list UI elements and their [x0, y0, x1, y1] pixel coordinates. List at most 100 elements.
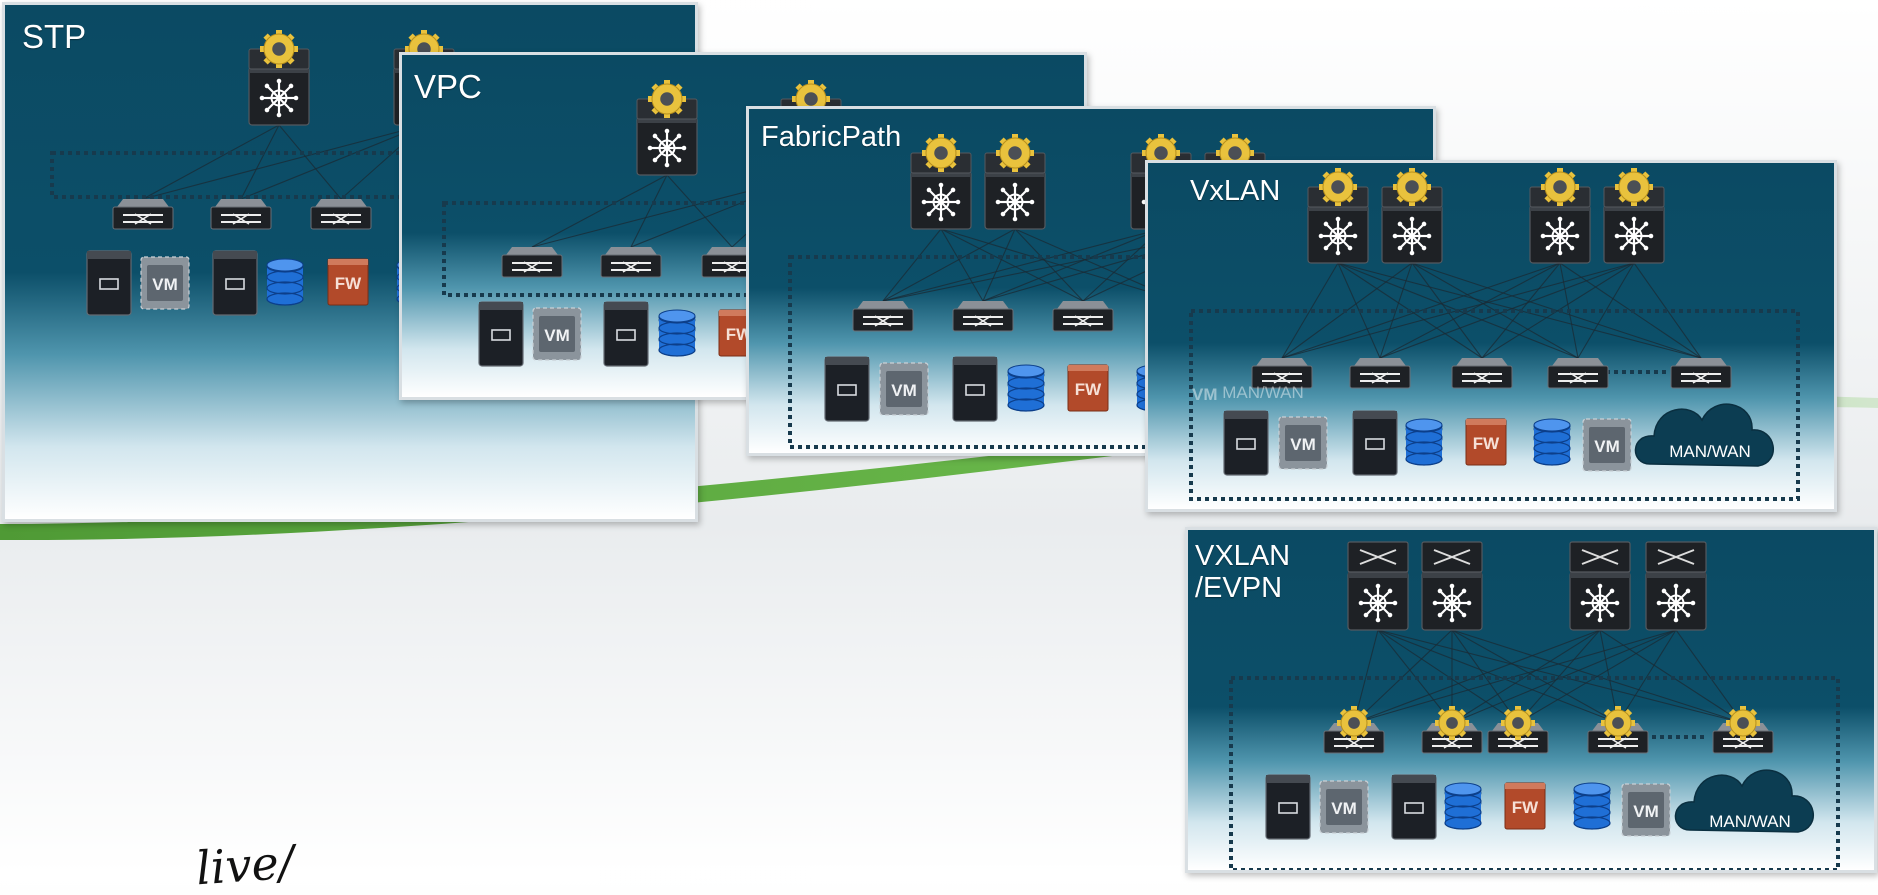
fw-icon: FW	[1504, 782, 1546, 830]
svg-text:VM: VM	[891, 381, 917, 400]
leaf-switch-icon	[952, 301, 1014, 332]
svg-text:VM: VM	[1290, 435, 1316, 454]
vxlan-evpn-topology: VM FW VM	[1229, 541, 1840, 870]
server-icon	[1391, 774, 1437, 840]
starburst-icon	[995, 182, 1035, 222]
server-icon	[86, 250, 132, 316]
starburst-icon	[1432, 583, 1472, 623]
pod-boundary	[1189, 309, 1800, 501]
starburst-icon	[1392, 216, 1432, 256]
svg-text:FW: FW	[335, 274, 362, 293]
leaf-switch-icon	[1712, 706, 1774, 754]
starburst-icon	[1656, 583, 1696, 623]
live-watermark: live/	[194, 834, 296, 895]
leaf-switch-icon	[600, 247, 662, 278]
spine-switch-icon	[1421, 541, 1483, 631]
vpc-title: VPC	[414, 68, 482, 105]
vxlan-evpn-title: VXLAN /EVPN	[1195, 540, 1291, 605]
vxlan-evpn-cloud-label: MAN/WAN	[1709, 812, 1791, 831]
starburst-icon	[1540, 216, 1580, 256]
pod-boundary	[50, 151, 447, 199]
leaf-switch-icon	[1451, 358, 1513, 389]
vm-icon: VM	[1582, 418, 1632, 472]
svg-text:VM: VM	[1594, 437, 1620, 456]
green-swoosh	[0, 395, 1878, 541]
gear-icon	[260, 30, 298, 68]
gear-icon	[1541, 168, 1579, 206]
leaf-switch-icon	[310, 199, 372, 230]
gear-icon	[1435, 706, 1469, 740]
spine-switch-icon	[1569, 541, 1631, 631]
spine-switch-icon	[984, 134, 1046, 230]
background-swoosh	[0, 395, 1878, 541]
leaf-switch-icon	[1587, 706, 1649, 754]
starburst-icon	[1318, 216, 1358, 256]
fw-icon: FW	[327, 258, 369, 306]
leaf-switch-icon	[1323, 706, 1385, 754]
leaf-switch-icon	[1547, 358, 1609, 389]
uplink-lines	[1353, 629, 1744, 724]
cloud-icon	[1634, 403, 1774, 467]
server-icon	[603, 301, 649, 367]
spine-switch-icon	[1381, 168, 1443, 264]
svg-text:VM: VM	[544, 326, 570, 345]
fw-icon: FW	[1465, 418, 1507, 466]
spine-switch-icon	[1347, 541, 1409, 631]
panel-vxlan-evpn: VM FW VM VXLAN /EVPN MAN/WAN	[1185, 527, 1877, 873]
server-icon	[212, 250, 258, 316]
leaf-switch-icon	[1251, 358, 1313, 389]
spine-switch-icon	[1529, 168, 1591, 264]
svg-text:VM: VM	[1633, 802, 1659, 821]
spine-switch-icon	[1645, 541, 1707, 631]
leaf-switch-icon	[112, 199, 174, 230]
leaf-switch-icon	[1487, 706, 1549, 754]
server-icon	[478, 301, 524, 367]
server-icon	[952, 356, 998, 422]
storage-icon	[1573, 782, 1611, 830]
gear-icon	[1337, 706, 1371, 740]
starburst-icon	[921, 182, 961, 222]
gear-icon	[1601, 706, 1635, 740]
svg-text:FW: FW	[1512, 798, 1539, 817]
storage-icon	[658, 309, 696, 357]
leaf-switch-icon	[1670, 358, 1732, 389]
ghost-vm-label: VM	[1192, 385, 1218, 404]
ghost-cloud-label: MAN/WAN	[1222, 383, 1304, 402]
vm-icon: VM	[1278, 416, 1328, 470]
starburst-icon	[259, 78, 299, 118]
leaf-switch-icon	[852, 301, 914, 332]
storage-icon	[1405, 418, 1443, 466]
vm-icon: VM	[532, 307, 582, 361]
vm-icon: VM	[1319, 780, 1369, 834]
starburst-icon	[1580, 583, 1620, 623]
vxlan-title: VxLAN	[1190, 175, 1281, 207]
spine-switch-icon	[636, 80, 698, 176]
starburst-icon	[1614, 216, 1654, 256]
gear-icon	[922, 134, 960, 172]
cloud-icon	[1674, 769, 1814, 833]
svg-text:FW: FW	[1473, 434, 1500, 453]
server-icon	[1265, 774, 1311, 840]
gear-icon	[648, 80, 686, 118]
spine-switch-icon	[248, 30, 310, 126]
gear-icon	[1726, 706, 1760, 740]
leaf-switch-icon	[210, 199, 272, 230]
pod-boundary	[1229, 676, 1840, 870]
gear-icon	[996, 134, 1034, 172]
leaf-switch-icon	[1052, 301, 1114, 332]
vxlan-topology: VM FW VM	[1189, 168, 1800, 501]
storage-icon	[1533, 418, 1571, 466]
spine-switch-icon	[1603, 168, 1665, 264]
storage-icon	[1007, 364, 1045, 412]
leaf-switch-icon	[1349, 358, 1411, 389]
vm-icon: VM	[1621, 783, 1671, 837]
spine-switch-icon	[910, 134, 972, 230]
starburst-icon	[1358, 583, 1398, 623]
fw-icon: FW	[1067, 364, 1109, 412]
svg-text:FW: FW	[1075, 380, 1102, 399]
gear-icon	[1393, 168, 1431, 206]
spine-switch-icon	[1307, 168, 1369, 264]
storage-icon	[1444, 782, 1482, 830]
gear-icon	[1615, 168, 1653, 206]
vm-icon: VM	[879, 362, 929, 416]
